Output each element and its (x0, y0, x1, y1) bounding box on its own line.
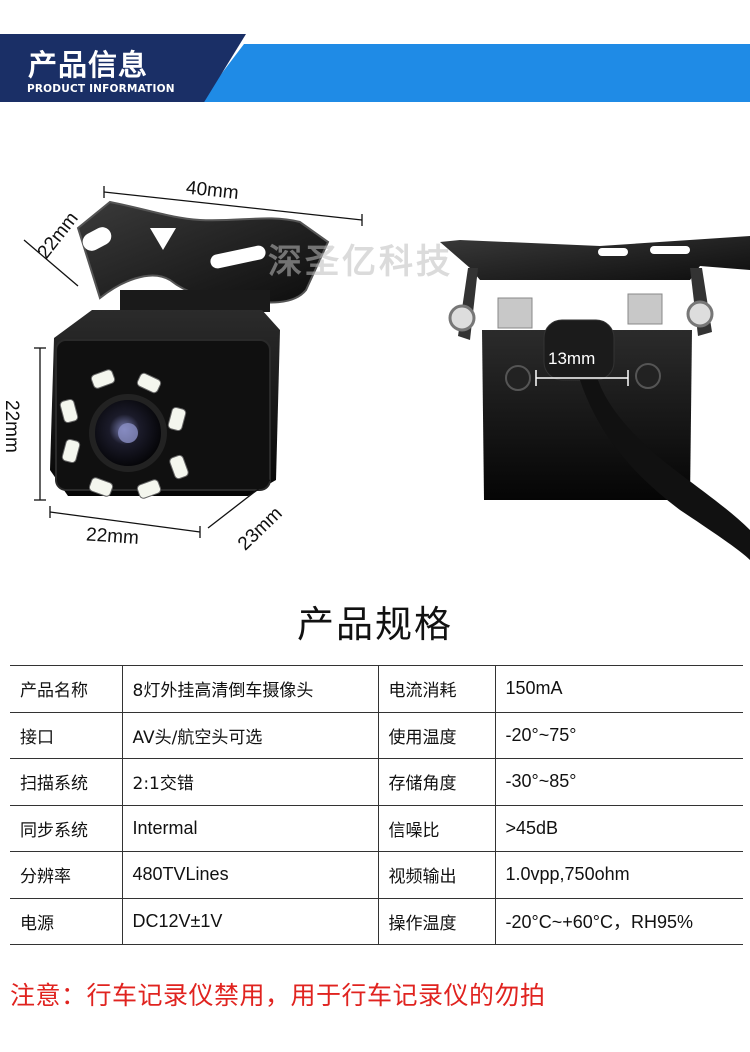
bracket-hole-triangle (150, 228, 176, 250)
spec-value: 150mA (494, 665, 743, 713)
bracket-slot-right (210, 245, 266, 269)
dim-rear-hole: 13mm (548, 349, 595, 368)
dim-top-width: 40mm (185, 178, 240, 204)
camera-drawing: 40mm 22mm 22mm 22mm 23mm 13mm (1, 178, 750, 560)
rear-screw-left (497, 297, 533, 329)
dim-top-depth: 22mm (34, 208, 83, 263)
dim-left-height: 22mm (1, 400, 22, 453)
spec-value: -30°~85° (494, 758, 743, 806)
dimension-lines (23, 186, 363, 538)
rear-bracket (440, 236, 750, 280)
rear-bolt-left (505, 365, 531, 391)
spec-value: 8灯外挂高清倒车摄像头 (121, 665, 378, 713)
spec-value: Intermal (121, 805, 378, 852)
table-row: 产品名称 8灯外挂高清倒车摄像头 电流消耗 150mA (10, 665, 743, 713)
spec-label: 存储角度 (377, 758, 495, 806)
front-bracket (76, 200, 330, 304)
spec-value: -20°~75° (494, 712, 743, 759)
rear-bolt-right (635, 363, 661, 389)
banner-blue-band (200, 44, 750, 102)
spec-label: 视频输出 (377, 851, 495, 899)
spec-label: 扫描系统 (10, 758, 122, 806)
spec-value: -20°C~+60°C，RH95% (494, 898, 743, 945)
bracket-neck (120, 290, 270, 312)
rear-pivot-left (448, 304, 476, 332)
table-row: 接口 AV头/航空头可选 使用温度 -20°~75° (10, 712, 743, 759)
rear-camera: 13mm (440, 236, 750, 560)
spec-value: DC12V±1V (121, 898, 378, 945)
spec-label: 分辨率 (10, 851, 122, 899)
spec-label: 产品名称 (10, 665, 122, 713)
table-row: 同步系统 Intermal 信噪比 >45dB (10, 805, 743, 852)
spec-title: 产品规格 (297, 603, 453, 646)
spec-value: 1.0vpp,750ohm (494, 851, 743, 899)
spec-table: 产品名称 8灯外挂高清倒车摄像头 电流消耗 150mA 接口 AV头/航空头可选… (10, 665, 743, 945)
rear-slot-1 (598, 248, 628, 256)
rear-slot-2 (650, 246, 690, 254)
spec-value: AV头/航空头可选 (121, 712, 378, 759)
front-camera (50, 200, 330, 499)
spec-label: 使用温度 (377, 712, 495, 759)
watermark-text: 深圣亿科技 (268, 242, 453, 282)
spec-label: 信噪比 (377, 805, 495, 852)
spec-value: 2:1交错 (121, 758, 378, 806)
spec-value: 480TVLines (121, 851, 378, 899)
table-row: 分辨率 480TVLines 视频输出 1.0vpp,750ohm (10, 851, 743, 899)
product-illustration: 40mm 22mm 22mm 22mm 23mm 13mm 深圣亿科技 (0, 150, 750, 580)
front-camera-face (55, 339, 271, 491)
rear-pivot-right (686, 300, 714, 328)
bracket-slot-left (82, 227, 112, 251)
spec-label: 接口 (10, 712, 122, 759)
dim-bottom-width: 22mm (85, 524, 139, 549)
rear-cable (580, 380, 750, 560)
header-banner: 产品信息 PRODUCT INFORMATION (0, 34, 750, 102)
spec-label: 电流消耗 (377, 665, 495, 713)
rear-cable-hub (543, 319, 615, 381)
spec-label: 操作温度 (377, 898, 495, 945)
banner-subtitle: PRODUCT INFORMATION (27, 83, 175, 95)
lens-glare (118, 423, 138, 443)
notice-text: 注意：行车记录仪禁用，用于行车记录仪的勿拍 (10, 981, 546, 1010)
dim-bottom-depth: 23mm (234, 503, 287, 555)
table-row: 电源 DC12V±1V 操作温度 -20°C~+60°C，RH95% (10, 898, 743, 945)
led-ring (59, 369, 189, 499)
spec-label: 同步系统 (10, 805, 122, 852)
rear-screw-right (627, 293, 663, 325)
table-row: 扫描系统 2:1交错 存储角度 -30°~85° (10, 758, 743, 806)
banner-dark-block (0, 34, 246, 102)
spec-label: 电源 (10, 898, 122, 945)
banner-title: 产品信息 (28, 48, 149, 82)
spec-value: >45dB (494, 805, 743, 852)
